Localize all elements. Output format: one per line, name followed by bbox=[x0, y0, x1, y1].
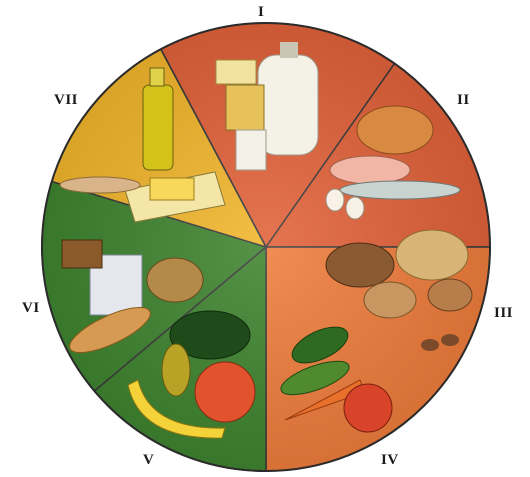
segment-label-1: I bbox=[258, 4, 264, 21]
segment-label-5: V bbox=[143, 452, 154, 469]
segment-label-3: III bbox=[494, 305, 513, 322]
segment-label-2: II bbox=[457, 92, 470, 109]
segment-label-4: IV bbox=[381, 452, 399, 469]
segment-label-6: VI bbox=[22, 300, 40, 317]
segment-label-7: VII bbox=[54, 92, 78, 109]
